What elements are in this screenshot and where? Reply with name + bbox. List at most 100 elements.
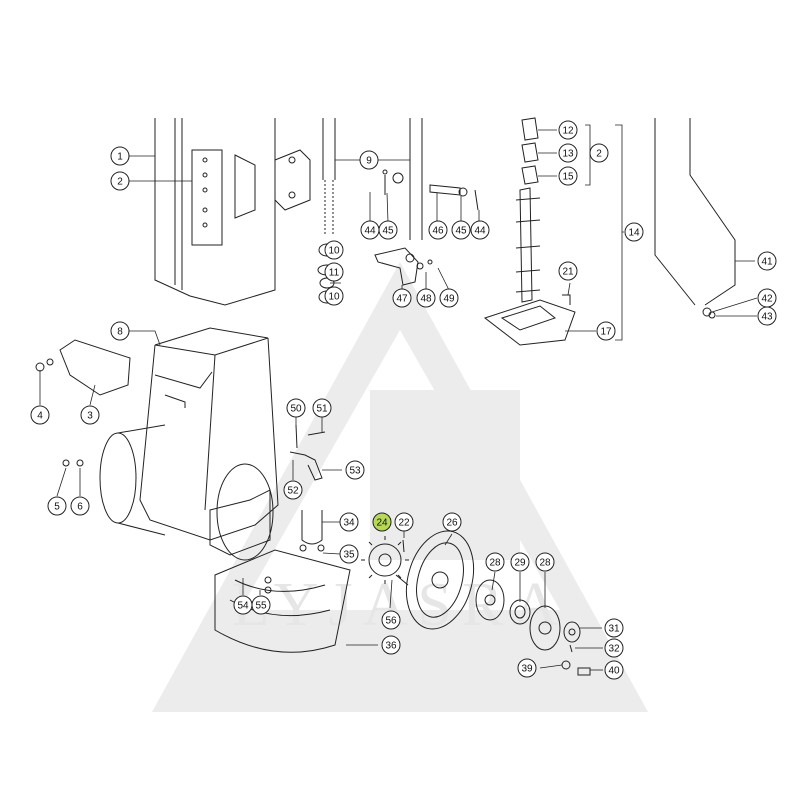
callout-51: 51 [312,398,332,418]
callout-label: 35 [343,550,355,561]
callout-label: 42 [761,294,773,305]
clamp-and-pins [264,424,326,594]
callout-label: 10 [328,246,340,257]
callout-label: 5 [54,502,60,513]
callout-label: 4 [37,411,43,422]
callout-circle [439,288,459,308]
callout-48: 48 [416,288,436,308]
callout-label: 29 [514,558,526,569]
callout-circle [394,512,414,532]
callout-9: 9 [359,150,379,170]
callout-label: 2 [117,177,123,188]
callout-26: 26 [442,512,462,532]
callout-label: 44 [474,226,486,237]
callout-24: 24 [372,512,392,532]
callout-circle [381,635,401,655]
callout-label: 12 [562,126,574,137]
watermark: LYJASRA [152,262,648,712]
callout-label: 56 [385,616,397,627]
round-duct [62,424,166,536]
callout-circle [372,512,392,532]
threaded-rods [322,118,479,240]
callout-42: 42 [757,288,777,308]
callout-17: 17 [596,321,616,341]
callout-50: 50 [286,398,306,418]
callout-10: 10 [324,286,344,306]
callout-43: 43 [757,306,777,326]
callout-label: 34 [343,518,355,529]
callout-circle [416,288,436,308]
callout-label: 45 [455,226,467,237]
callout-circle [604,660,624,680]
callout-label: 55 [255,601,267,612]
callout-15: 15 [558,166,578,186]
callout-label: 26 [446,518,458,529]
chute-side-panel [654,118,736,319]
callout-14: 14 [624,222,644,242]
callout-label: 41 [761,257,773,268]
callout-1: 1 [110,146,130,166]
callout-label: 9 [366,156,372,167]
callout-label: 21 [562,267,574,278]
callout-label: 22 [398,518,410,529]
callout-36: 36 [381,635,401,655]
callout-circle [558,143,578,163]
chain-assembly [483,117,576,346]
callout-44: 44 [470,220,490,240]
callout-49: 49 [439,288,459,308]
callout-circle [324,240,344,260]
callout-circle [251,595,271,615]
callout-circle [324,262,344,282]
callout-44: 44 [360,220,380,240]
callout-12: 12 [558,120,578,140]
callout-label: 54 [237,601,249,612]
upper-housing [154,118,311,306]
hopper [139,327,279,541]
callout-label: 32 [608,644,620,655]
callout-circle [47,496,67,516]
callout-circle [392,288,412,308]
callout-11: 11 [324,262,344,282]
callout-label: 24 [376,518,388,529]
callout-circle [30,405,50,425]
callout-label: 1 [117,152,123,163]
callout-41: 41 [757,251,777,271]
callout-label: 53 [349,466,361,477]
callout-circle [339,544,359,564]
callout-31: 31 [604,618,624,638]
callout-40: 40 [604,660,624,680]
callout-3: 3 [80,405,100,425]
callout-56: 56 [381,610,401,630]
callout-circle [324,286,344,306]
callout-label: 39 [521,664,533,675]
callout-circle [558,261,578,281]
callout-circle [80,405,100,425]
callout-circle [604,638,624,658]
callout-label: 51 [316,404,328,415]
callout-13: 13 [558,143,578,163]
callout-circle [378,220,398,240]
callout-label: 17 [600,327,612,338]
callout-8: 8 [110,321,130,341]
callout-circle [451,220,471,240]
callout-label: 50 [290,404,302,415]
callout-circle [286,398,306,418]
callout-28: 28 [535,552,555,572]
callout-circle [283,480,303,500]
callout-45: 45 [451,220,471,240]
callout-29: 29 [510,552,530,572]
callout-circle [345,460,365,480]
callout-circle [339,512,359,532]
callout-circle [381,610,401,630]
callout-label: 8 [117,327,123,338]
callout-circle [558,120,578,140]
callout-circle [312,398,332,418]
callout-label: 11 [329,268,340,279]
callout-10: 10 [324,240,344,260]
callout-6: 6 [70,496,90,516]
callout-45: 45 [378,220,398,240]
watermark-text: LYJASRA [232,571,568,639]
callout-circle [604,618,624,638]
